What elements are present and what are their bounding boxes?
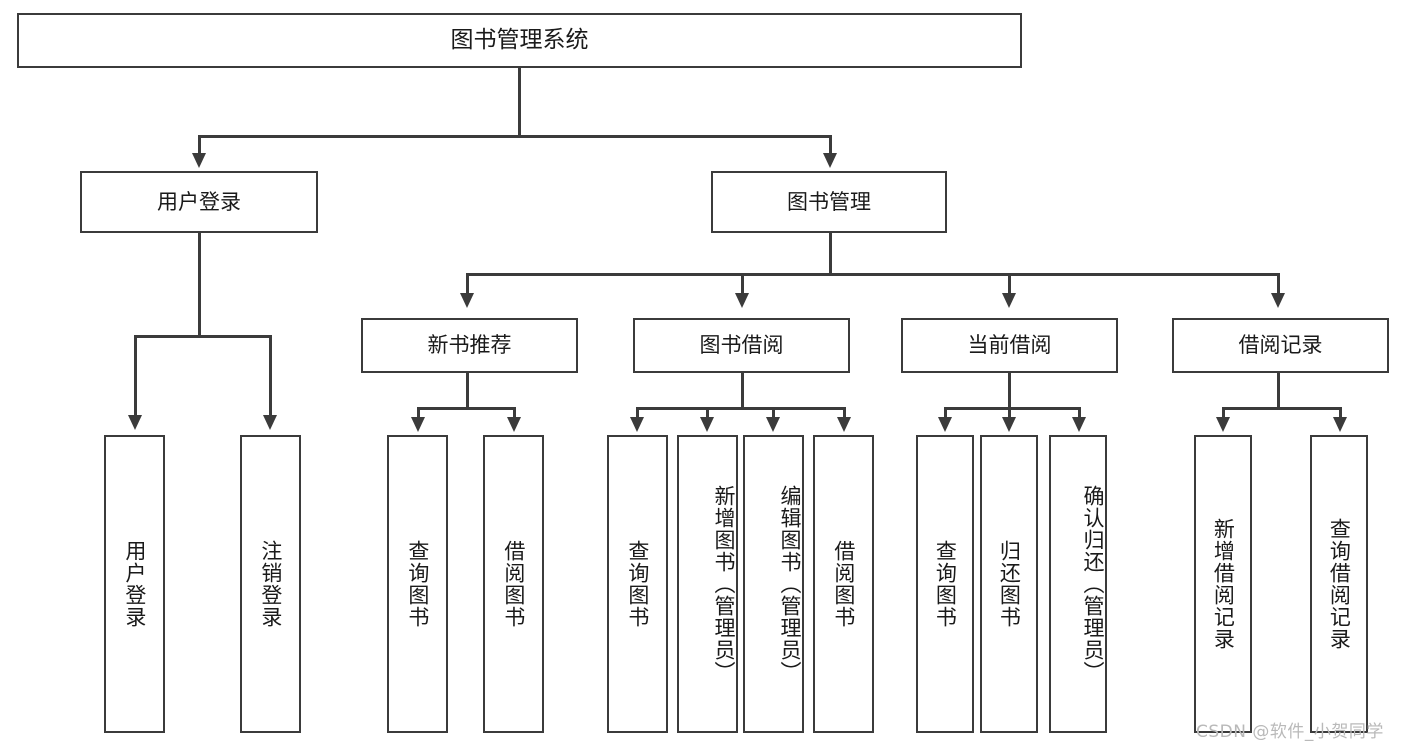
connector-new-book-stem	[466, 373, 469, 407]
arrowhead-new-book-to-leaf-0	[411, 417, 425, 432]
connector-root-bus	[198, 135, 831, 138]
arrowhead-root-to-book-management	[823, 153, 837, 168]
arrowhead-current-borrow-to-leaf-0	[938, 417, 952, 432]
connector-bm-to-book-borrow	[741, 273, 744, 295]
connector-user-login-bus	[134, 335, 271, 338]
arrowhead-bm-to-current-borrow	[1002, 293, 1016, 308]
connector-current-borrow-to-leaf-1	[1008, 407, 1011, 419]
leaf-book-borrow-3[interactable]: 借阅图书	[813, 435, 874, 733]
arrowhead-book-borrow-to-leaf-3	[837, 417, 851, 432]
csdn-watermark: CSDN @软件_小贺同学	[1196, 722, 1384, 742]
arrowhead-bm-to-borrow-record	[1271, 293, 1285, 308]
leaf-user-login-0[interactable]: 用户登录	[104, 435, 165, 733]
leaf-label: 用户登录	[122, 540, 147, 628]
leaf-current-borrow-2[interactable]: 确认归还（管理员）	[1049, 435, 1107, 733]
leaf-new-book-recommend-0[interactable]: 查询图书	[387, 435, 448, 733]
connector-root-to-user-login	[198, 135, 201, 155]
node-label: 图书管理	[787, 189, 871, 214]
leaf-new-book-recommend-1[interactable]: 借阅图书	[483, 435, 544, 733]
connector-book-management-bus	[466, 273, 1280, 276]
connector-root-to-book-management	[829, 135, 832, 155]
connector-bm-to-current-borrow	[1008, 273, 1011, 295]
leaf-borrow-record-1[interactable]: 查询借阅记录	[1310, 435, 1368, 733]
node-label: 用户登录	[157, 189, 241, 214]
leaf-label: 新增图书（管理员）	[712, 485, 736, 683]
leaf-user-login-1[interactable]: 注销登录	[240, 435, 301, 733]
connector-book-borrow-to-leaf-2	[772, 407, 775, 419]
arrowhead-root-to-user-login	[192, 153, 206, 168]
arrowhead-borrow-record-to-leaf-1	[1333, 417, 1347, 432]
node-user-login[interactable]: 用户登录	[80, 171, 318, 233]
leaf-label: 新增借阅记录	[1211, 518, 1236, 650]
connector-root-stem	[518, 68, 521, 135]
arrowhead-bm-to-book-borrow	[735, 293, 749, 308]
node-label: 新书推荐	[427, 333, 512, 358]
node-label: 借阅记录	[1238, 333, 1323, 358]
connector-book-management-stem	[829, 233, 832, 273]
connector-current-borrow-stem	[1008, 373, 1011, 407]
leaf-borrow-record-0[interactable]: 新增借阅记录	[1194, 435, 1252, 733]
arrowhead-bm-to-new-book	[460, 293, 474, 308]
connector-book-borrow-to-leaf-3	[843, 407, 846, 419]
arrowhead-current-borrow-to-leaf-1	[1002, 417, 1016, 432]
node-label: 当前借阅	[967, 333, 1052, 358]
connector-user-login-to-leaf-0	[134, 335, 137, 417]
connector-borrow-record-stem	[1277, 373, 1280, 407]
leaf-book-borrow-1[interactable]: 新增图书（管理员）	[677, 435, 738, 733]
leaf-current-borrow-1[interactable]: 归还图书	[980, 435, 1038, 733]
arrowhead-new-book-to-leaf-1	[507, 417, 521, 432]
node-label: 图书借阅	[699, 333, 784, 358]
leaf-label: 编辑图书（管理员）	[778, 485, 802, 683]
arrowhead-user-login-to-leaf-1	[263, 415, 277, 430]
leaf-label: 查询借阅记录	[1327, 518, 1352, 650]
node-current-borrow[interactable]: 当前借阅	[901, 318, 1118, 373]
leaf-label: 注销登录	[258, 540, 283, 628]
node-book-management[interactable]: 图书管理	[711, 171, 947, 233]
leaf-book-borrow-0[interactable]: 查询图书	[607, 435, 668, 733]
leaf-current-borrow-0[interactable]: 查询图书	[916, 435, 974, 733]
connector-new-book-bus	[417, 407, 514, 410]
connector-book-borrow-stem	[741, 373, 744, 407]
arrowhead-book-borrow-to-leaf-2	[766, 417, 780, 432]
node-root-book-management-system[interactable]: 图书管理系统	[17, 13, 1022, 68]
connector-current-borrow-to-leaf-0	[944, 407, 947, 419]
leaf-label: 借阅图书	[831, 540, 856, 628]
connector-bm-to-new-book	[466, 273, 469, 295]
node-label: 图书管理系统	[450, 26, 589, 53]
connector-book-borrow-to-leaf-0	[636, 407, 639, 419]
leaf-label: 查询图书	[405, 540, 430, 628]
node-new-book-recommend[interactable]: 新书推荐	[361, 318, 578, 373]
leaf-label: 查询图书	[933, 540, 958, 628]
connector-book-borrow-to-leaf-1	[706, 407, 709, 419]
arrowhead-user-login-to-leaf-0	[128, 415, 142, 430]
arrowhead-borrow-record-to-leaf-0	[1216, 417, 1230, 432]
node-book-borrow[interactable]: 图书借阅	[633, 318, 850, 373]
arrowhead-book-borrow-to-leaf-1	[700, 417, 714, 432]
connector-borrow-record-bus	[1222, 407, 1339, 410]
arrowhead-book-borrow-to-leaf-0	[630, 417, 644, 432]
connector-new-book-to-leaf-0	[417, 407, 420, 419]
leaf-label: 查询图书	[625, 540, 650, 628]
connector-user-login-to-leaf-1	[269, 335, 272, 417]
connector-current-borrow-to-leaf-2	[1078, 407, 1081, 419]
connector-current-borrow-bus	[944, 407, 1079, 410]
connector-borrow-record-to-leaf-0	[1222, 407, 1225, 419]
connector-new-book-to-leaf-1	[513, 407, 516, 419]
connector-book-borrow-bus	[636, 407, 843, 410]
node-borrow-record[interactable]: 借阅记录	[1172, 318, 1389, 373]
connector-borrow-record-to-leaf-1	[1339, 407, 1342, 419]
leaf-label: 确认归还（管理员）	[1081, 485, 1105, 683]
leaf-label: 借阅图书	[501, 540, 526, 628]
connector-user-login-stem	[198, 233, 201, 335]
leaf-book-borrow-2[interactable]: 编辑图书（管理员）	[743, 435, 804, 733]
leaf-label: 归还图书	[997, 540, 1022, 628]
connector-bm-to-borrow-record	[1277, 273, 1280, 295]
arrowhead-current-borrow-to-leaf-2	[1072, 417, 1086, 432]
